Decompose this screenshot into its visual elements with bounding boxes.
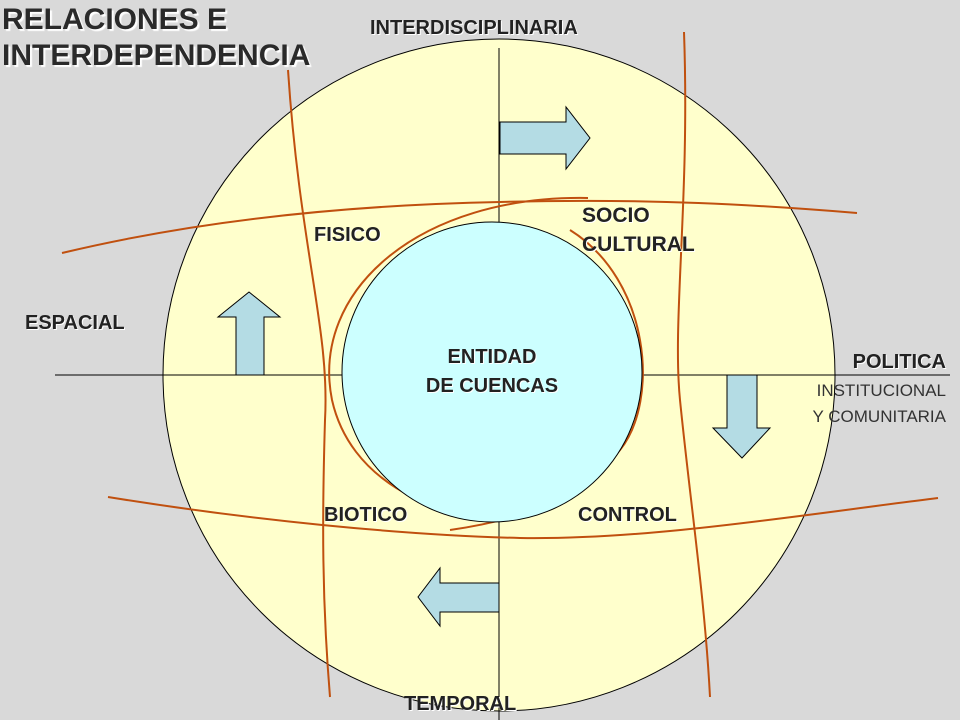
axis-label-bottom: TEMPORAL [404,693,517,715]
arrow-right-icon [499,105,591,171]
axis-label-right: POLITICA [852,351,946,373]
center-label: ENTIDAD DE CUENCAS [392,343,592,401]
curve-right-vertical [676,31,711,698]
center-line-2: DE CUENCAS [425,375,559,397]
title-line-1: RELACIONES E [2,3,228,36]
center-line-1: ENTIDAD [447,346,537,368]
quadrant-label-control: CONTROL [578,504,677,526]
quadrant-label-biotico: BIOTICO [324,504,408,526]
axis-label-left: ESPACIAL [25,312,125,334]
arrow-up-icon [216,291,282,376]
curve-bottom-horizontal [107,496,939,540]
inner-circle [341,221,643,523]
axis-label-right-sub-2: Y COMUNITARIA [812,407,947,426]
arrow-left-icon [417,566,500,628]
curve-top-horizontal [61,199,858,254]
quadrant-label-socio: SOCIO [582,204,650,227]
axis-label-top: INTERDISCIPLINARIA [370,17,578,39]
page-title: RELACIONES E INTERDEPENDENCIA [2,2,310,74]
quadrant-label-socio-cultural: SOCIO CULTURAL [582,201,695,259]
quadrant-label-fisico: FISICO [314,224,381,246]
curve-left-vertical [287,69,331,698]
arrow-down-icon [711,374,772,459]
title-line-2: INTERDEPENDENCIA [2,39,311,72]
axis-label-right-sub-1: INSTITUCIONAL [816,381,946,400]
quadrant-label-cultural: CULTURAL [582,233,695,256]
